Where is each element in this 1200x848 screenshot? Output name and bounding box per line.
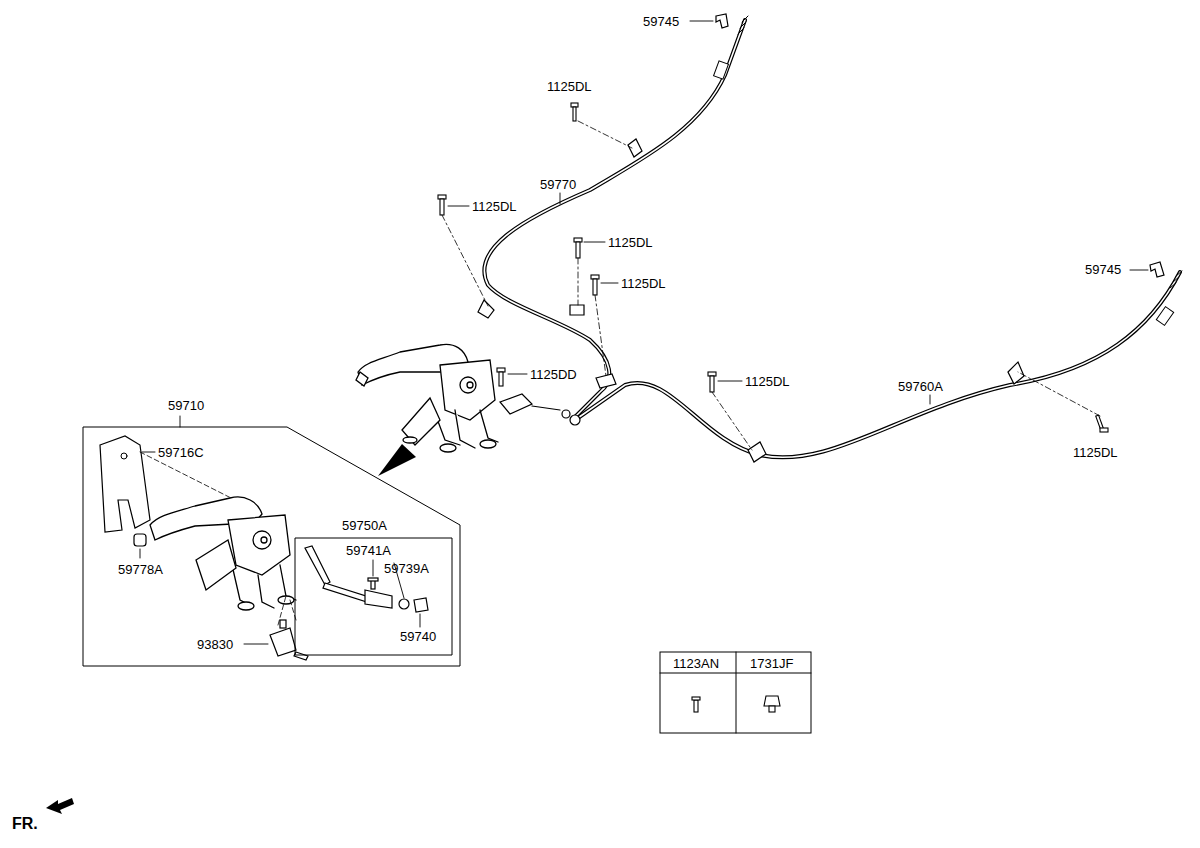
- callout-number: 93830: [197, 637, 233, 652]
- callout-number: 59760A: [898, 379, 943, 394]
- callout-number: 59770: [540, 177, 576, 192]
- table-cell: 1731JF: [750, 656, 793, 671]
- callout-number: 59740: [400, 629, 436, 644]
- callout-number: 1125DL: [1073, 445, 1118, 460]
- callout-number: 59745: [643, 14, 679, 29]
- group-outline-shape: [83, 427, 460, 666]
- table-cell: 1123AN: [673, 656, 719, 671]
- group-callout: 59750A: [341, 518, 388, 533]
- group-outline-shape: [295, 538, 452, 655]
- callout-number: 59778A: [118, 562, 163, 577]
- group-callout: 59710: [167, 398, 205, 413]
- front-direction-label: FR.: [12, 815, 38, 833]
- callout-number: 59741A: [346, 543, 391, 558]
- callout-number: 59739A: [384, 561, 429, 576]
- callout-number: 1125DL: [745, 374, 790, 389]
- callout-number: 1125DL: [472, 199, 517, 214]
- callout-number: 1125DL: [608, 235, 653, 250]
- subassembly-box: 59750A: [295, 538, 452, 655]
- callout-number: 1125DL: [547, 79, 592, 94]
- assembly-group-outline: 5971059750A: [83, 427, 460, 666]
- callout-number: 59716C: [158, 445, 204, 460]
- callout-number: 1125DL: [621, 276, 666, 291]
- callout-number: 1125DD: [530, 367, 577, 382]
- callout-number: 59745: [1085, 262, 1121, 277]
